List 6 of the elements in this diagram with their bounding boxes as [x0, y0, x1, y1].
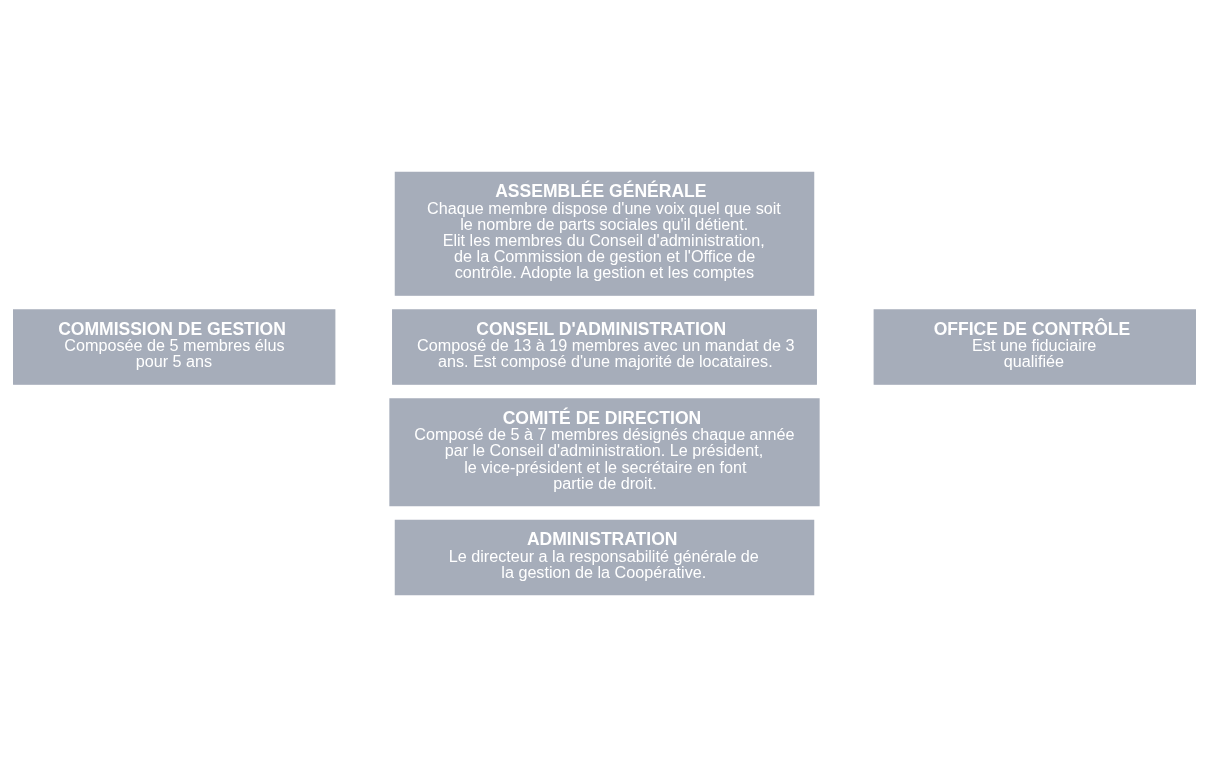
node-box: CONSEIL D'ADMINISTRATION Composé de 13 à 19 membres avec un mandat de 3 ans. Est composé d'une majorité de locataires.	[392, 309, 817, 385]
node-box: COMMISSION DE GESTION Composée de 5 membres élus pour 5 ans	[13, 309, 336, 385]
node-box: OFFICE DE CONTRÔLE Est une fiduciaire qualifiée	[873, 309, 1196, 385]
node-box: COMITÉ DE DIRECTION Composé de 5 à 7 membres désignés chaque année par le Conseil d'administration. Le président, le vice-président et le secrétaire en font partie de droit.	[389, 398, 820, 507]
node-box: ASSEMBLÉE GÉNÉRALE Chaque membre dispose d'une voix quel que soit le nombre de parts sociales qu'il détient. Elit les membres du Conseil d'administration, de la Commission de gestion et l'Office de contrôle. Adopte la gestion et les comptes	[394, 171, 815, 296]
node-box: ADMINISTRATION Le directeur a la responsabilité générale de la gestion de la Coopérative.	[394, 519, 815, 596]
